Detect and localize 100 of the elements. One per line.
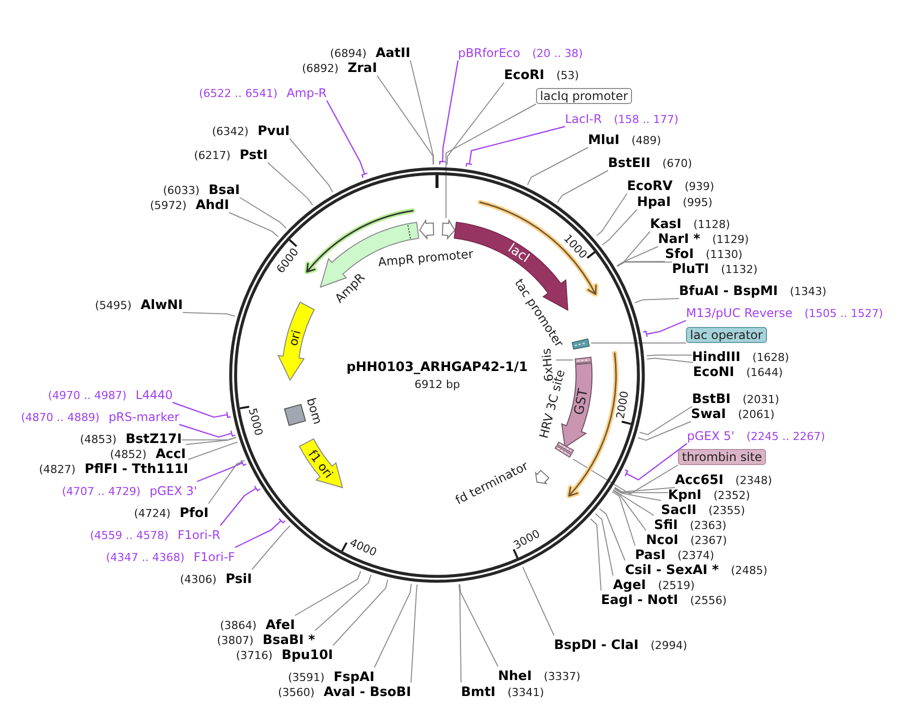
primer-name: pBRforEco	[458, 46, 520, 60]
leader-line	[181, 436, 236, 440]
enzyme-name: AgeI	[613, 578, 646, 592]
enzyme-name: BstZ17I	[126, 432, 182, 446]
enzyme-name: ZraI	[348, 60, 378, 76]
primer-range: (20 .. 38)	[532, 46, 583, 60]
leader-line	[522, 566, 554, 636]
enzyme-name: PsiI	[226, 572, 252, 586]
leader-line	[602, 209, 638, 246]
enzyme-name: AhdI	[196, 198, 230, 212]
cut-position: (5495)	[95, 298, 132, 312]
leader-line	[527, 147, 588, 186]
position-tick-label: 4000	[347, 536, 378, 559]
leader-line	[314, 574, 372, 631]
leader-line	[639, 406, 692, 436]
position-tick-label: 2000	[614, 390, 631, 420]
primer-name: pGEX 3'	[150, 484, 198, 498]
enzyme-name: PflFI - Tth111I	[84, 462, 188, 476]
leader-line	[646, 354, 692, 356]
feature-tag: lacIq promoter	[536, 88, 632, 104]
leader-line	[590, 342, 686, 344]
enzyme-name: AccI	[156, 446, 186, 462]
feature-label: bom	[304, 396, 325, 426]
plasmid-length: 6912 bp	[414, 378, 460, 392]
cut-position: (2363)	[690, 518, 726, 532]
enzyme-name: NheI	[498, 668, 532, 684]
leader-line	[294, 570, 362, 616]
cut-position: (1128)	[693, 218, 730, 230]
primer-name: M13/pUC Reverse	[686, 306, 792, 320]
primer-range: (4559 .. 4578)	[90, 528, 169, 542]
enzyme-name: BspDI - ClaI	[554, 638, 639, 652]
cut-position: (2355)	[708, 504, 746, 516]
cut-position: (3341)	[508, 686, 544, 698]
enzyme-name: NarI *	[658, 232, 700, 246]
primer-name: L4440	[136, 388, 173, 402]
enzyme-name: PvuI	[258, 124, 290, 138]
feature-label: f1 ori	[305, 448, 336, 482]
leader-line	[410, 584, 418, 683]
cut-position: (2061)	[738, 408, 775, 420]
cut-position: (4827)	[39, 462, 76, 476]
enzyme-name: EcoRI	[504, 68, 544, 82]
cut-position: (1132)	[720, 262, 758, 276]
cut-position: (2374)	[678, 548, 714, 562]
leader-line	[374, 583, 412, 668]
leader-line	[612, 489, 654, 516]
leader-line	[326, 100, 368, 178]
leader-line	[556, 170, 608, 203]
cut-position: (2556)	[690, 594, 727, 606]
leader-line	[614, 488, 662, 501]
cut-position: (4853)	[80, 432, 117, 446]
leader-line	[590, 518, 602, 591]
enzyme-name: BstBI	[692, 392, 731, 406]
leader-line	[458, 584, 462, 683]
leader-line	[228, 212, 279, 238]
leader-line	[239, 197, 287, 229]
cut-position: (3560)	[278, 686, 315, 698]
leader-line	[616, 262, 672, 267]
leader-line	[410, 60, 434, 166]
feature-tag: lac operator	[686, 327, 767, 343]
leader-line	[459, 584, 498, 667]
cut-position: (1129)	[712, 232, 749, 246]
primer-name: F1ori-F	[194, 550, 235, 564]
primer-range: (4870 .. 4889)	[21, 410, 100, 424]
leader-line	[616, 231, 650, 266]
enzyme-name: NcoI	[646, 532, 678, 548]
leader-line	[289, 138, 334, 193]
cut-position: (4852)	[110, 448, 147, 460]
leader-line	[599, 508, 626, 561]
leader-line	[596, 193, 628, 236]
leader-line	[616, 246, 658, 266]
primer-range: (158 .. 177)	[614, 112, 678, 126]
enzyme-name: AfeI	[266, 618, 295, 632]
cut-position: (1644)	[746, 366, 783, 378]
cut-position: (3864)	[220, 618, 257, 632]
leader-line	[614, 488, 668, 494]
feature-tag: thrombin site	[678, 449, 766, 465]
enzyme-name: AlwNI	[140, 298, 183, 312]
enzyme-name: AvaI - BsoBI	[324, 684, 412, 700]
primer-name: Amp-R	[286, 86, 327, 100]
enzyme-name: EcoNI	[693, 364, 734, 380]
enzyme-name: KpnI	[668, 488, 702, 502]
enzyme-name: CsiI - SexAI *	[625, 562, 719, 578]
enzyme-name: EcoRV	[627, 178, 673, 194]
leader-line	[446, 104, 536, 218]
enzyme-name: SwaI	[691, 406, 726, 422]
position-tick-label: 5000	[246, 407, 264, 438]
enzyme-name: EagI - NotI	[601, 592, 678, 608]
enzyme-name: SacII	[661, 502, 697, 518]
cut-position: (3337)	[544, 670, 580, 682]
leader-line	[332, 579, 388, 646]
leader-line	[234, 518, 286, 548]
leader-line	[196, 460, 247, 482]
leader-line	[439, 60, 459, 166]
cut-position: (670)	[662, 156, 692, 170]
leader-line	[642, 320, 687, 338]
enzyme-name: HpaI	[637, 194, 671, 210]
feature-label: ori	[286, 328, 304, 348]
leader-line	[185, 437, 236, 445]
leader-line	[178, 424, 236, 438]
enzyme-name: PfoI	[180, 506, 209, 520]
